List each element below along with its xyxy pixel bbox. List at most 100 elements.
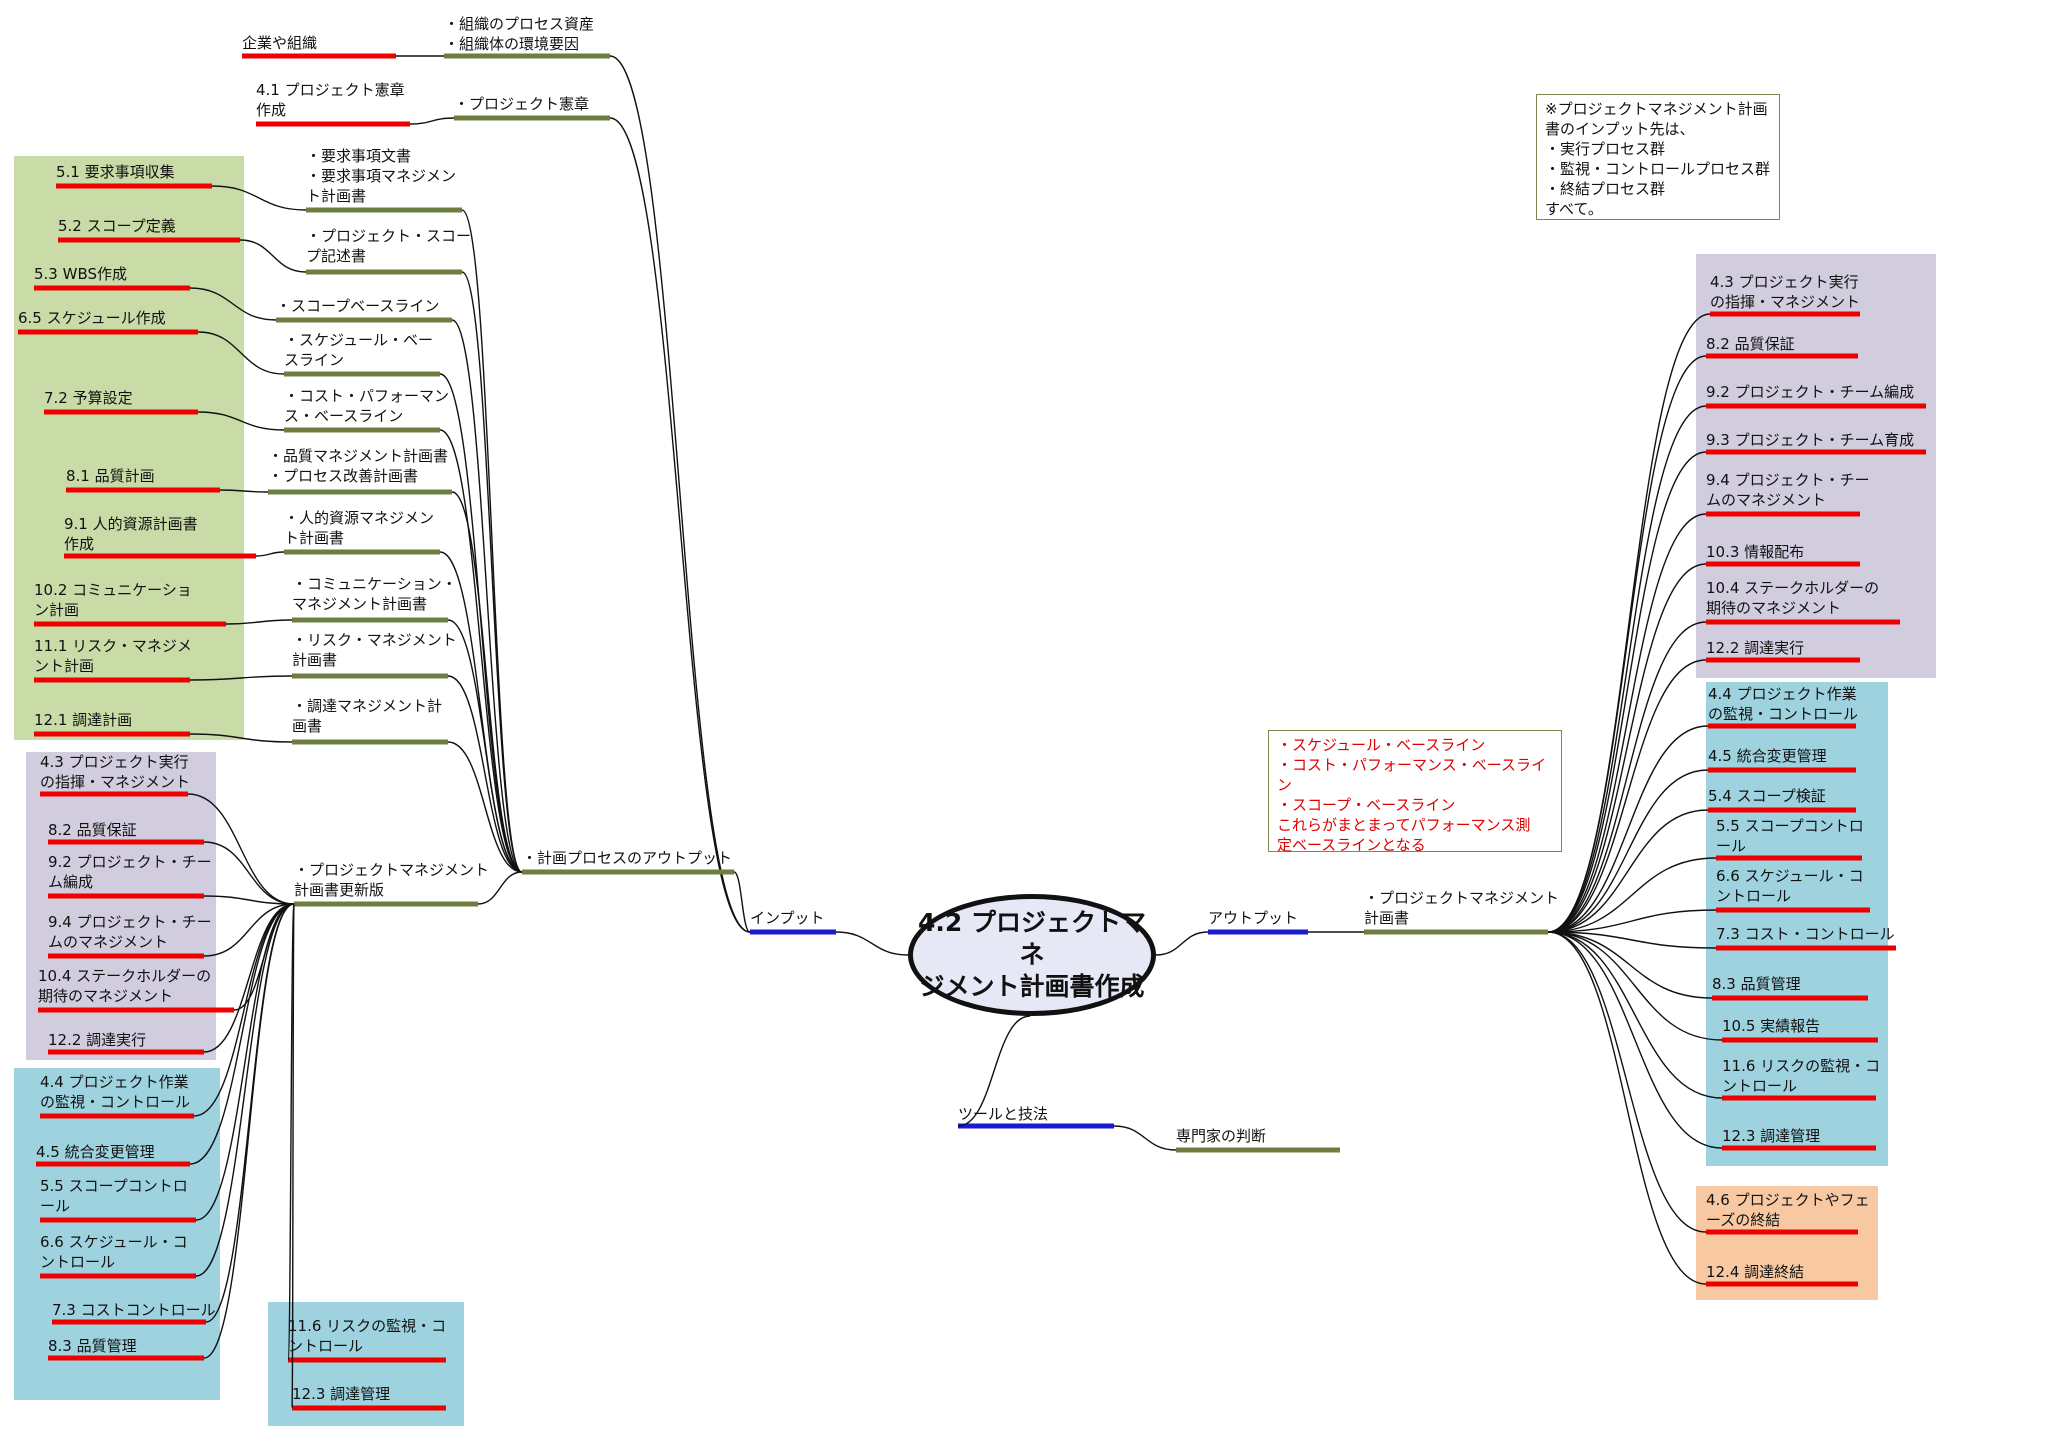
output-exec-item[interactable]: 9.2 プロジェクト・チーム編成: [1706, 383, 1915, 401]
connector-line: [477, 871, 523, 905]
connector-line: [291, 903, 295, 1409]
org-source-label[interactable]: 企業や組織: [242, 34, 318, 52]
update-exec-item[interactable]: 12.2 調達実行: [48, 1031, 147, 1049]
output-exec-item[interactable]: 12.2 調達実行: [1706, 639, 1805, 657]
connector-line: [1155, 931, 1209, 956]
connector-line: [447, 619, 523, 873]
update-monitor2-region: [268, 1302, 464, 1426]
connector-line: [1113, 1125, 1177, 1151]
connector-line: [203, 895, 295, 905]
update-monitor-item[interactable]: 4.4 プロジェクト作業 の監視・コントロール: [40, 1073, 191, 1111]
connector-line: [1547, 313, 1711, 933]
planning-process-item[interactable]: 5.3 WBS作成: [34, 265, 128, 283]
connector-line: [439, 429, 523, 873]
connector-line: [461, 271, 523, 873]
connector-line: [189, 903, 295, 1165]
connector-line: [409, 117, 455, 125]
planning-process-item[interactable]: 7.2 予算設定: [44, 389, 133, 407]
update-monitor-item[interactable]: 6.6 スケジュール・コ ントロール: [40, 1233, 188, 1271]
document-item[interactable]: ・プロジェクト・スコー プ記述書: [306, 227, 472, 265]
document-item[interactable]: ・コミュニケーション・ マネジメント計画書: [292, 575, 457, 613]
update-monitor2-item[interactable]: 11.6 リスクの監視・コ ントロール: [288, 1317, 447, 1355]
connector-line: [609, 55, 751, 933]
update-exec-item[interactable]: 8.2 品質保証: [48, 821, 137, 839]
input-branch-label[interactable]: インプット: [750, 909, 825, 927]
connector-line: [447, 675, 523, 873]
connector-line: [1547, 513, 1707, 933]
document-item[interactable]: ・調達マネジメント計 画書: [292, 697, 443, 735]
connector-line: [1547, 809, 1709, 933]
document-item[interactable]: ・コスト・パフォーマン ス・ベースライン: [284, 387, 450, 425]
output-monitor-item[interactable]: 11.6 リスクの監視・コ ントロール: [1722, 1057, 1881, 1095]
output-branch-label[interactable]: アウトプット: [1208, 909, 1299, 927]
input-destination-note: ※プロジェクトマネジメント計画 書のインプット先は、 ・実行プロセス群 ・監視・…: [1536, 94, 1780, 220]
connector-line: [1547, 931, 1723, 1149]
update-monitor-item[interactable]: 4.5 統合変更管理: [36, 1143, 155, 1161]
output-exec-item[interactable]: 4.3 プロジェクト実行 の指揮・マネジメント: [1710, 273, 1861, 311]
output-closing-item[interactable]: 4.6 プロジェクトやフェ ーズの終結: [1706, 1191, 1870, 1229]
connector-line: [187, 793, 295, 905]
planning-process-item[interactable]: 5.1 要求事項収集: [56, 163, 175, 181]
charter-item-label[interactable]: ・プロジェクト憲章: [454, 95, 590, 113]
update-monitor-item[interactable]: 7.3 コストコントロール: [52, 1301, 216, 1319]
planning-processes-region: [14, 156, 244, 740]
document-item[interactable]: ・品質マネジメント計画書 ・プロセス改善計画書: [268, 447, 449, 485]
output-monitor-item[interactable]: 10.5 実績報告: [1722, 1017, 1821, 1035]
central-node[interactable]: 4.2 プロジェクトマネ ジメント計画書作成: [908, 894, 1156, 1016]
planning-outputs-label[interactable]: ・計画プロセスのアウトプット: [522, 849, 733, 867]
planning-process-item[interactable]: 5.2 スコープ定義: [58, 217, 176, 235]
output-monitor-item[interactable]: 7.3 コスト・コントロール: [1716, 925, 1895, 943]
output-monitor-item[interactable]: 5.5 スコープコントロ ール: [1716, 817, 1864, 855]
document-item[interactable]: ・要求事項文書 ・要求事項マネジメン ト計画書: [306, 147, 457, 205]
output-exec-item[interactable]: 9.3 プロジェクト・チーム育成: [1706, 431, 1915, 449]
output-plan-label[interactable]: ・プロジェクトマネジメント 計画書: [1364, 889, 1560, 927]
output-monitor-item[interactable]: 8.3 品質管理: [1712, 975, 1801, 993]
connector-line: [203, 841, 295, 905]
output-exec-region: [1696, 254, 1936, 678]
connector-line: [197, 411, 285, 431]
connector-line: [1547, 725, 1709, 933]
output-monitor-item[interactable]: 5.4 スコープ検証: [1708, 787, 1826, 805]
output-exec-item[interactable]: 10.4 ステークホルダーの 期待のマネジメント: [1706, 579, 1880, 617]
output-exec-item[interactable]: 9.4 プロジェクト・チー ムのマネジメント: [1706, 471, 1870, 509]
tools-branch-label[interactable]: ツールと技法: [958, 1105, 1049, 1123]
output-monitor-item[interactable]: 6.6 スケジュール・コ ントロール: [1716, 867, 1864, 905]
output-closing-item[interactable]: 12.4 調達終結: [1706, 1263, 1805, 1281]
connector-line: [451, 319, 523, 873]
connector-line: [1547, 857, 1717, 933]
document-item[interactable]: ・人的資源マネジメン ト計画書: [284, 509, 435, 547]
update-exec-item[interactable]: 9.4 プロジェクト・チー ムのマネジメント: [48, 913, 212, 951]
output-monitor-item[interactable]: 4.5 統合変更管理: [1708, 747, 1827, 765]
update-exec-item[interactable]: 10.4 ステークホルダーの 期待のマネジメント: [38, 967, 212, 1005]
connector-line: [189, 733, 293, 743]
planning-process-item[interactable]: 8.1 品質計画: [66, 467, 155, 485]
output-exec-item[interactable]: 8.2 品質保証: [1706, 335, 1795, 353]
planning-process-item[interactable]: 12.1 調達計画: [34, 711, 133, 729]
update-exec-item[interactable]: 4.3 プロジェクト実行 の指揮・マネジメント: [40, 753, 191, 791]
output-monitor-item[interactable]: 12.3 調達管理: [1722, 1127, 1821, 1145]
planning-process-item[interactable]: 11.1 リスク・マネジメ ント計画: [34, 637, 192, 675]
update-monitor2-item[interactable]: 12.3 調達管理: [292, 1385, 391, 1403]
connector-line: [957, 1015, 1031, 1127]
planning-process-item[interactable]: 9.1 人的資源計画書 作成: [64, 515, 198, 553]
connector-line: [1547, 931, 1723, 1099]
document-item[interactable]: ・リスク・マネジメント 計画書: [292, 631, 457, 669]
update-exec-item[interactable]: 9.2 プロジェクト・チー ム編成: [48, 853, 212, 891]
output-exec-item[interactable]: 10.3 情報配布: [1706, 543, 1805, 561]
update-monitor-item[interactable]: 8.3 品質管理: [48, 1337, 137, 1355]
charter-source-label[interactable]: 4.1 プロジェクト憲章 作成: [256, 81, 405, 119]
planning-process-item[interactable]: 6.5 スケジュール作成: [18, 309, 166, 327]
org-items-label[interactable]: ・組織のプロセス資産 ・組織体の環境要因: [444, 15, 595, 53]
planning-process-item[interactable]: 10.2 コミュニケーショ ン計画: [34, 581, 192, 619]
update-monitor-item[interactable]: 5.5 スコープコントロ ール: [40, 1177, 188, 1215]
connector-line: [211, 185, 307, 211]
connector-line: [287, 903, 295, 1361]
output-monitor-item[interactable]: 4.4 プロジェクト作業 の監視・コントロール: [1708, 685, 1859, 723]
expert-judgment-label[interactable]: 専門家の判断: [1176, 1127, 1267, 1145]
connector-line: [1547, 659, 1707, 933]
updates-label[interactable]: ・プロジェクトマネジメント 計画書更新版: [294, 861, 490, 899]
document-item[interactable]: ・スケジュール・ベー スライン: [284, 331, 433, 369]
document-item[interactable]: ・スコープベースライン: [276, 297, 440, 315]
output-monitor-region: [1706, 682, 1888, 1166]
